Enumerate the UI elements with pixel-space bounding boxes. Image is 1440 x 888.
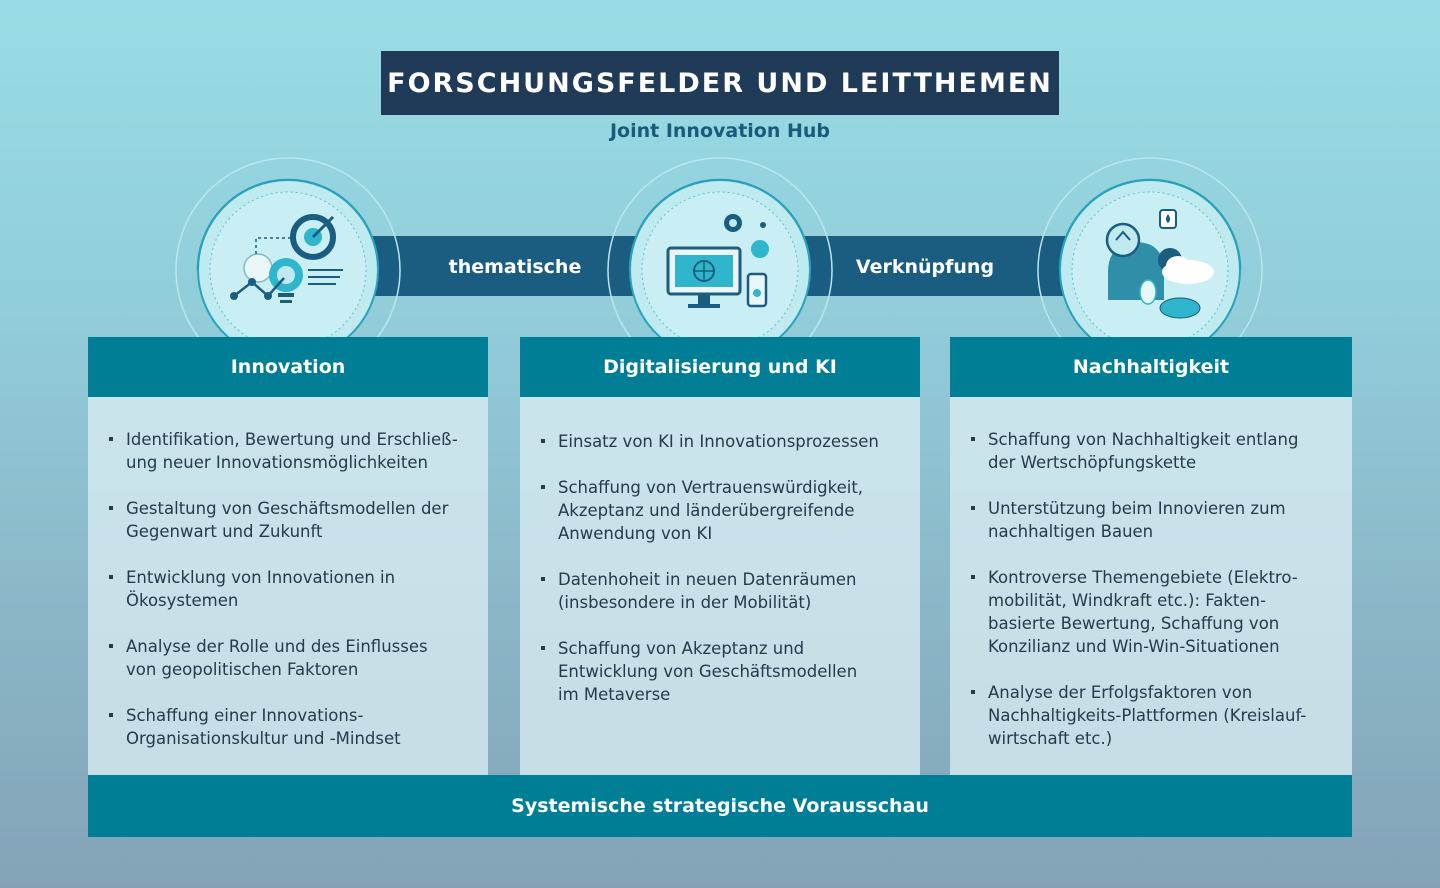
connector-right-label: Verknüpfung	[855, 256, 995, 278]
column-header-sustainability: Nachhaltigkeit	[950, 337, 1352, 397]
list-item: Schaffung von Nachhaltigkeit entlang der…	[950, 428, 1352, 474]
list-item: Schaffung von Vertrauenswürdigkeit, Akze…	[520, 476, 920, 545]
bullet-list: Einsatz von KI in Innovationsprozessen S…	[520, 430, 920, 729]
connector-left-label: thematische	[448, 256, 582, 278]
list-item: Schaffung einer Innovations- Organisatio…	[88, 704, 488, 750]
list-item: Schaffung von Akzeptanz und Entwicklung …	[520, 637, 920, 706]
list-item: Einsatz von KI in Innovationsprozessen	[520, 430, 920, 453]
column-body-sustainability: Schaffung von Nachhaltigkeit entlang der…	[950, 397, 1352, 775]
footer-bar: Systemische strategische Vorausschau	[88, 775, 1352, 837]
column-header-digital: Digitalisierung und KI	[520, 337, 920, 397]
list-item: Entwicklung von Innovationen in Ökosyste…	[88, 566, 488, 612]
sustainability-icon	[1030, 150, 1270, 390]
list-item: Identifikation, Bewertung und Erschließ-…	[88, 428, 488, 474]
page-title: FORSCHUNGSFELDER UND LEITTHEMEN	[381, 51, 1059, 115]
page-subtitle: Joint Innovation Hub	[609, 120, 831, 142]
list-item: Analyse der Erfolgsfaktoren von Nachhalt…	[950, 681, 1352, 750]
list-item: Analyse der Rolle und des Einflusses von…	[88, 635, 488, 681]
column-body-innovation: Identifikation, Bewertung und Erschließ-…	[88, 397, 488, 775]
column-header-innovation: Innovation	[88, 337, 488, 397]
list-item: Kontroverse Themengebiete (Elektro- mobi…	[950, 566, 1352, 658]
list-item: Gestaltung von Geschäftsmodellen der Geg…	[88, 497, 488, 543]
list-item: Datenhoheit in neuen Datenräumen (insbes…	[520, 568, 920, 614]
bullet-list: Identifikation, Bewertung und Erschließ-…	[88, 428, 488, 773]
list-item: Unterstützung beim Innovieren zum nachha…	[950, 497, 1352, 543]
digital-icon	[600, 150, 840, 390]
column-body-digital: Einsatz von KI in Innovationsprozessen S…	[520, 397, 920, 775]
bullet-list: Schaffung von Nachhaltigkeit entlang der…	[950, 428, 1352, 773]
innovation-icon	[168, 150, 408, 390]
